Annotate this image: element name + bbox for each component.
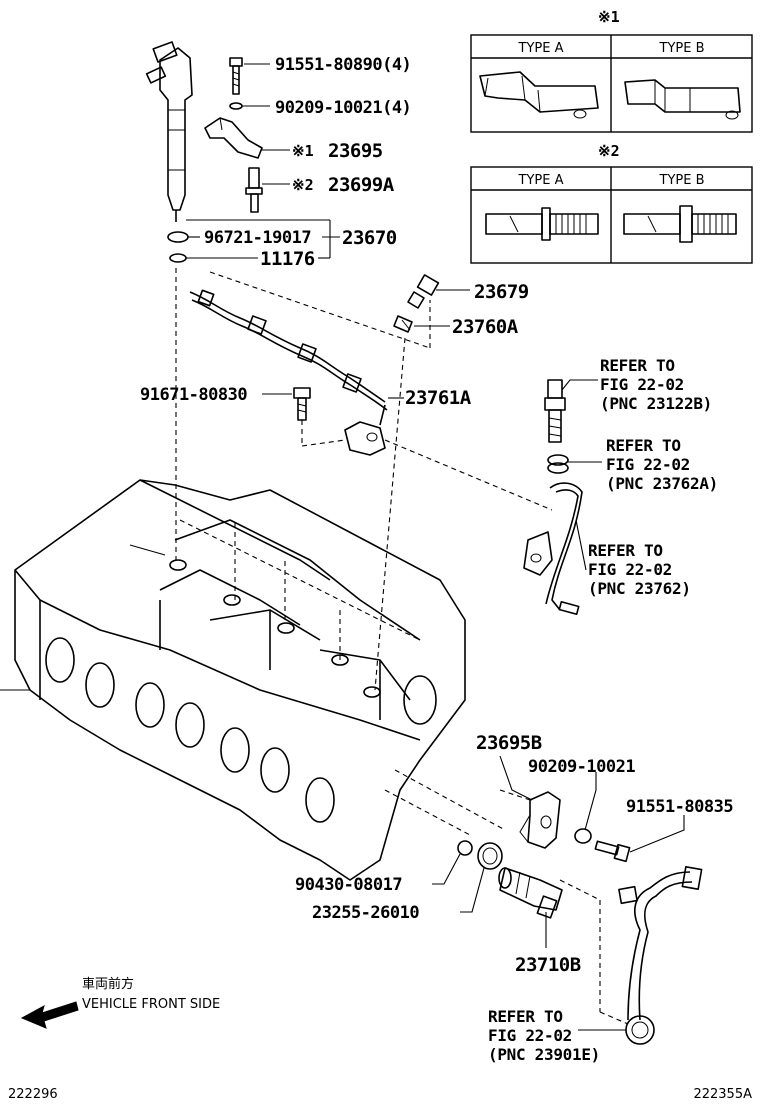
stud-23699a-drawing xyxy=(245,167,263,213)
bolt-91551-80890-drawing xyxy=(229,57,243,95)
label-23760a: 23760A xyxy=(452,316,519,338)
oring-90430-08017-drawing xyxy=(457,840,473,856)
label-96721-19017: 96721-19017 xyxy=(204,228,311,248)
ref-23122b-line3: (PNC 23122B) xyxy=(600,394,712,413)
ref-23901e-line2: FIG 22-02 xyxy=(488,1026,572,1045)
ref-23762-line3: (PNC 23762) xyxy=(588,579,691,598)
mark-note1: ※1 xyxy=(292,142,314,160)
ref-23762-line1: REFER TO xyxy=(588,541,663,560)
type-table-2-col-b: TYPE B xyxy=(659,173,705,188)
type-table-1-mark: ※1 xyxy=(598,8,620,26)
label-23761a: 23761A xyxy=(405,387,472,409)
lower-leaders xyxy=(432,755,685,1031)
washer-90209-10021-drawing xyxy=(229,102,243,110)
gasket-90209-10021-drawing xyxy=(574,828,592,844)
seal-11176-drawing xyxy=(169,253,187,263)
direction-jp: 車両前方 xyxy=(82,976,134,992)
dashed-guides xyxy=(175,268,629,1025)
engine-block-drawing xyxy=(0,479,466,881)
ref-23901e-line1: REFER TO xyxy=(488,1007,563,1026)
type-table-2: ※2 TYPE A TYPE B xyxy=(470,142,753,264)
bolt-91671-80830-drawing xyxy=(293,387,311,421)
ref-23762-line2: FIG 22-02 xyxy=(588,560,672,579)
ref-23901e: REFER TO FIG 22-02 (PNC 23901E) xyxy=(488,1007,600,1064)
stud-type-a-drawing xyxy=(485,207,599,241)
label-91551-80835: 91551-80835 xyxy=(626,797,733,817)
pipe-23901e-drawing xyxy=(618,865,703,1045)
connector-23679-drawing xyxy=(407,274,440,309)
label-23695b: 23695B xyxy=(476,732,542,754)
clip-23760a-drawing xyxy=(393,315,413,333)
ref-23122b: REFER TO FIG 22-02 (PNC 23122B) xyxy=(600,356,712,413)
ring-23255-26010-drawing xyxy=(477,842,503,870)
type-table-2-col-a: TYPE A xyxy=(518,173,564,188)
type-table-1-col-a: TYPE A xyxy=(518,41,564,56)
label-23670: 23670 xyxy=(342,227,397,249)
ref-23122b-line2: FIG 22-02 xyxy=(600,375,684,394)
label-23710b: 23710B xyxy=(515,954,581,976)
injector-body xyxy=(159,47,193,211)
type-table-2-mark: ※2 xyxy=(598,142,620,160)
fuel-pipe-23761a-drawing xyxy=(189,289,388,456)
direction-en: VEHICLE FRONT SIDE xyxy=(82,997,220,1012)
pipe-23762-drawing xyxy=(523,482,583,615)
vehicle-front-indicator: 車両前方 VEHICLE FRONT SIDE xyxy=(20,976,220,1029)
ref-23762a: REFER TO FIG 22-02 (PNC 23762A) xyxy=(606,436,718,493)
stud-type-b-drawing xyxy=(623,205,737,243)
label-91551-80890: 91551-80890(4) xyxy=(275,55,411,75)
label-23679: 23679 xyxy=(474,281,529,303)
top-leaders xyxy=(186,63,340,259)
footer-right-id: 222355A xyxy=(693,1087,752,1102)
bracket-23695b-drawing xyxy=(519,791,561,849)
label-23255-26010: 23255-26010 xyxy=(312,903,419,923)
bracket-type-b-drawing xyxy=(624,79,741,120)
label-90209-10021-4: 90209-10021(4) xyxy=(275,98,411,118)
type-table-1-col-b: TYPE B xyxy=(659,41,705,56)
clamp-23695-drawing xyxy=(204,117,263,159)
label-90430-08017: 90430-08017 xyxy=(295,875,402,895)
pump-23710b-drawing xyxy=(498,867,563,919)
label-90209-10021: 90209-10021 xyxy=(528,757,635,777)
ref-23762a-line2: FIG 22-02 xyxy=(606,455,690,474)
pipe-leaders xyxy=(262,289,470,399)
washer-23762a-drawing xyxy=(547,454,569,474)
ref-23122b-line1: REFER TO xyxy=(600,356,675,375)
ref-23901e-line3: (PNC 23901E) xyxy=(488,1045,600,1064)
bracket-type-a-drawing xyxy=(479,71,599,119)
label-91671-80830: 91671-80830 xyxy=(140,385,247,405)
footer-left-id: 222296 xyxy=(8,1087,58,1102)
ref-23762a-line1: REFER TO xyxy=(606,436,681,455)
right-leaders xyxy=(561,379,602,571)
label-23695: 23695 xyxy=(328,140,383,162)
sensor-23122b-drawing xyxy=(544,379,566,443)
gasket-96721-19017-drawing xyxy=(167,231,189,243)
ref-23762: REFER TO FIG 22-02 (PNC 23762) xyxy=(588,541,691,598)
arrow-left-icon xyxy=(20,1001,79,1029)
bolt-91551-80835-drawing xyxy=(594,840,631,863)
ref-23762a-line3: (PNC 23762A) xyxy=(606,474,718,493)
mark-note2: ※2 xyxy=(292,176,314,194)
label-11176: 11176 xyxy=(260,248,315,270)
type-table-1: ※1 TYPE A TYPE B xyxy=(470,8,753,133)
label-23699a: 23699A xyxy=(328,174,395,196)
